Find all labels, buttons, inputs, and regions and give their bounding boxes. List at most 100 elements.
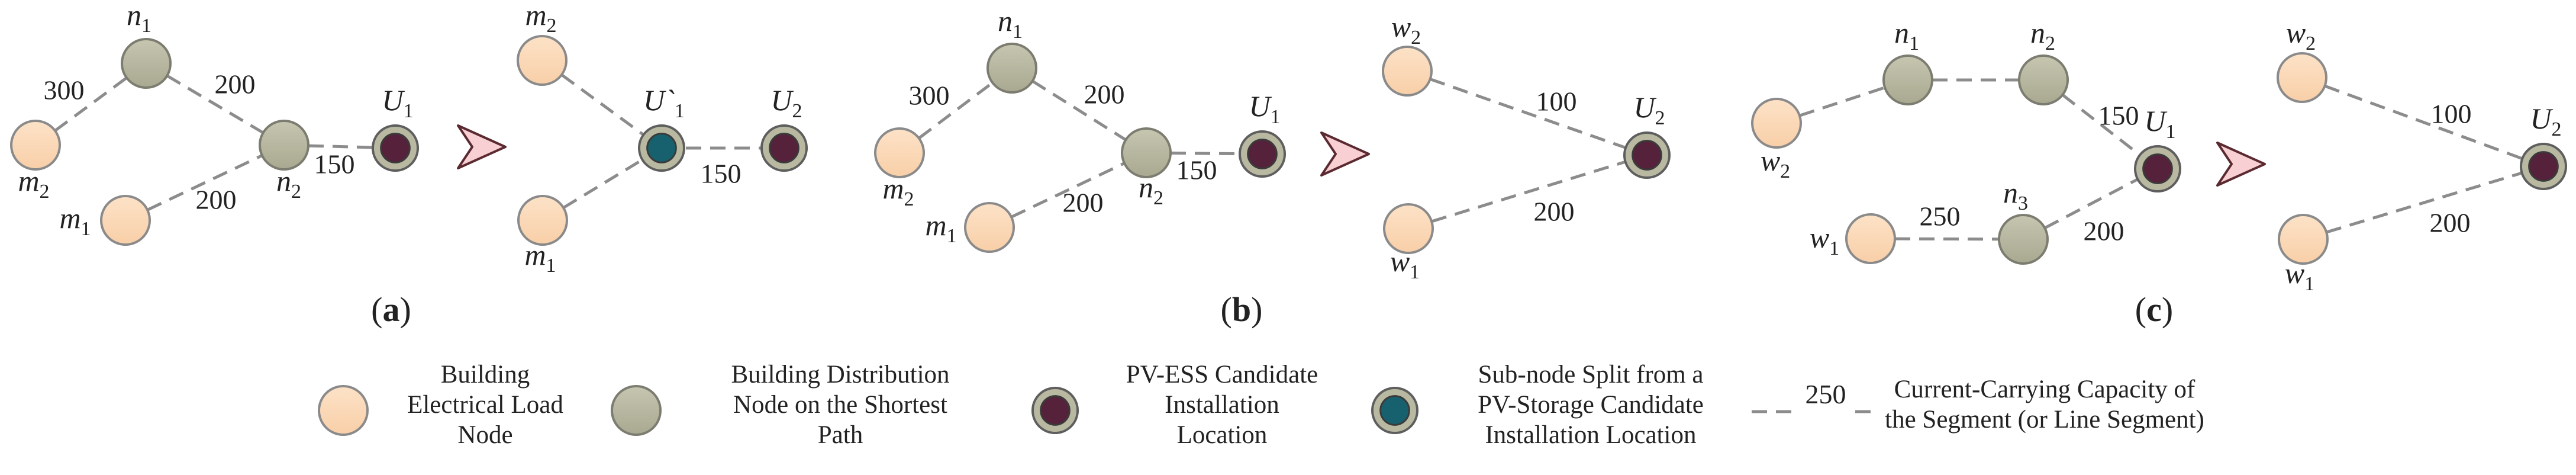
panel-a-after-node-label: m2 (525, 0, 556, 37)
panel-b-after-node-pv_ess-core (1632, 140, 1662, 171)
panel-a-before-edge-weight: 200 (215, 69, 256, 100)
panel-b-before-edge-weight: 200 (1063, 188, 1104, 218)
panel-b-after-node-label: w2 (1391, 10, 1421, 49)
panel-c-before-node-label: n3 (2003, 176, 2028, 214)
panel-c-transform-arrow (2216, 142, 2266, 187)
panel-a-after-node-pv_ess-core (769, 133, 799, 163)
panel-c-after-node-load (2278, 214, 2329, 265)
panel-b-before-node-label: n2 (1139, 171, 1163, 209)
legend-segment-sample-value: 250 (1806, 379, 1846, 409)
panel-c-after-node-label: w2 (2286, 16, 2316, 54)
panel-a-after-node-subnode-core (646, 133, 677, 163)
panel-b-before-edge-weight: 150 (1176, 155, 1217, 185)
panel-c-before-edge-weight: 200 (2084, 216, 2124, 246)
legend-subnode-text: PV-Storage Candidate (1478, 391, 1704, 419)
panel-b-before-edge-3 (1146, 151, 1263, 156)
legend-segment-text: the Segment (or Line Segment) (1885, 406, 2204, 434)
panel-a-before-edge-1 (145, 62, 285, 147)
legend-subnode-text: Installation Location (1485, 421, 1696, 449)
panel-c-before-node-pv_ess-core (2142, 153, 2173, 184)
panel-b-after-edge-weight: 100 (1536, 86, 1577, 117)
panel-c-before-node-load (1751, 98, 1802, 149)
panel-a-after-edge-weight: 150 (701, 159, 741, 189)
panel-b-before-node-distribution (986, 43, 1037, 94)
panel-a-after-node-label: U`1 (643, 84, 685, 122)
panel-c-after-edge-weight: 100 (2431, 99, 2472, 129)
panel-b-after-edge-1 (1408, 153, 1648, 230)
panel-a-after-node-load (517, 35, 568, 86)
panel-c-before-node-label: n1 (1894, 16, 1919, 54)
panel-b-before-node-label: m1 (925, 208, 956, 247)
panel-c-before-node-distribution (1998, 214, 2049, 265)
panel-c-before-node-label: w1 (1810, 221, 1839, 259)
panel-a-after-node-label: m1 (524, 238, 556, 277)
panel-a-before-edge-weight: 300 (44, 75, 85, 105)
panel-b-before-node-distribution (1121, 127, 1172, 178)
panel-c-before-edge-weight: 150 (2098, 101, 2139, 131)
legend-load-node-swatch (318, 385, 369, 436)
panel-c-after-edge-1 (2303, 165, 2544, 241)
panel-a-before-node-label: U1 (382, 84, 413, 122)
panel-b-before-node-load (964, 202, 1015, 253)
panel-b-before-node-load (874, 127, 925, 178)
legend-load-node-text: Node (457, 421, 512, 449)
legend-pv-ess-text: Location (1177, 421, 1268, 449)
panel-c-after-edge-0 (2301, 76, 2544, 168)
legend-distribution-node-text: Path (818, 421, 863, 449)
panel-a-before-node-label: n1 (127, 0, 151, 37)
panel-b-after-node-label: U2 (1633, 91, 1665, 129)
panel-a-before-edge-3 (283, 143, 396, 150)
legend-subnode-text: Sub-node Split from a (1478, 361, 1704, 389)
legend-distribution-node-text: Node on the Shortest (733, 391, 947, 419)
panel-b-before-edge-weight: 300 (909, 81, 950, 111)
legend-pv-ess-text: PV-ESS Candidate (1126, 361, 1318, 389)
panel-c-before-node-distribution (2018, 54, 2069, 105)
panel-b-transform-arrow (1320, 131, 1370, 176)
panel-b-after-edge-0 (1407, 69, 1648, 157)
edges-layer (34, 59, 2544, 241)
legend-segment-text: Current-Carrying Capacity of (1894, 375, 2195, 403)
legend-distribution-node-swatch (611, 385, 662, 436)
nodes-layer (10, 35, 2567, 265)
panel-c-after-node-label: U2 (2530, 102, 2561, 140)
legend-pv-ess-swatch-core (1040, 395, 1071, 426)
panel-c-after-node-label: w1 (2285, 256, 2314, 295)
panel-c-after-node-pv_ess-core (2528, 151, 2559, 182)
panel-c-after-node-load (2277, 52, 2327, 103)
legend-load-node-text: Building (441, 361, 530, 389)
panel-b-after-edge-weight: 200 (1534, 197, 1575, 227)
panel-a-before-node-load (100, 195, 151, 246)
panel-b-before-edge-1 (1011, 66, 1147, 155)
panel-c-before-node-label: U1 (2144, 104, 2175, 143)
panel-a-before-node-load (10, 120, 61, 171)
panel-b-before-edge-2 (988, 151, 1147, 229)
panel-a-before-node-distribution (121, 38, 172, 89)
panel-b-after-node-label: w1 (1390, 245, 1420, 283)
panel-a-transform-arrow (457, 124, 507, 169)
panel-b-before-node-label: n1 (998, 4, 1023, 43)
panel-a-before-node-label: n2 (276, 164, 301, 203)
panel-c-caption: (c) (2135, 290, 2173, 329)
legend-pv-ess-text: Installation (1165, 391, 1279, 419)
panel-a-before-edge-weight: 200 (196, 185, 237, 215)
panel-c-before-node-label: w2 (1761, 144, 1790, 182)
panel-a-after-node-label: U2 (770, 84, 802, 122)
legend-load-node-text: Electrical Load (407, 391, 563, 419)
panel-c-before-node-load (1845, 213, 1896, 264)
panel-c-after-edge-weight: 200 (2430, 208, 2471, 238)
panel-c-before-node-distribution (1882, 54, 1933, 105)
panel-b-caption: (b) (1221, 290, 1263, 329)
panel-b-before-edge-weight: 200 (1084, 79, 1125, 110)
panel-a-before-edge-weight: 150 (314, 149, 355, 179)
arrows-layer (457, 124, 2266, 187)
panel-a-caption: (a) (371, 290, 411, 329)
panel-a-before-node-distribution (259, 120, 309, 171)
panel-a-before-node-label: m2 (18, 164, 49, 203)
panel-c-before-node-label: n2 (2030, 16, 2055, 54)
panel-b-before-node-label: U1 (1249, 89, 1280, 128)
legend-distribution-node-text: Building Distribution (731, 361, 949, 389)
panel-b-before-node-pv_ess-core (1247, 139, 1278, 169)
